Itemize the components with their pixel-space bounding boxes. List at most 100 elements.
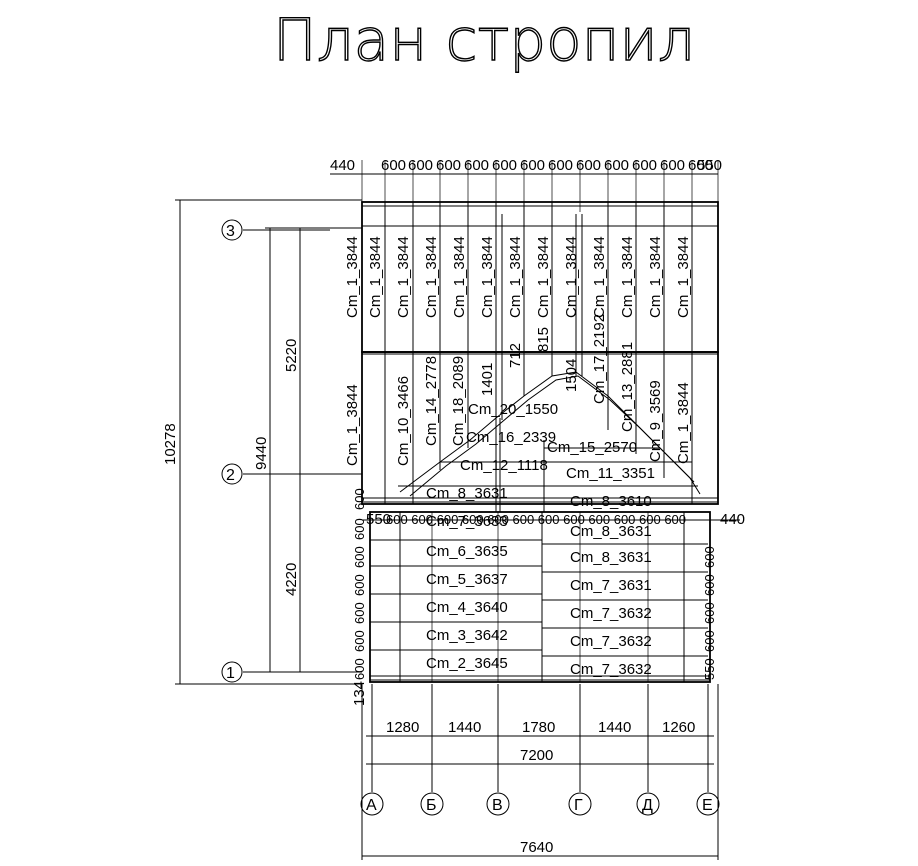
middle-dimension-chain: 550 600 600 600 600 600 600 600 600 600 …	[362, 511, 745, 528]
label-n1504: 1504	[563, 359, 580, 392]
label-c14: Cm_14_2778	[423, 356, 440, 446]
mid-dim-left: 550	[366, 511, 391, 528]
top-dim-6: 600	[520, 157, 545, 174]
column-axes: А Б В Г Д Е	[360, 792, 720, 816]
left-stack-6: 600	[352, 630, 367, 652]
label-c17: Cm_17_2192	[591, 314, 608, 404]
span-4: 1440	[598, 719, 631, 736]
dim-height-9440: 9440	[253, 437, 270, 470]
rafter-label-5: Cm_1_3844	[451, 236, 468, 318]
top-dim-14: 550	[697, 157, 722, 174]
lower-left-2: Cm_6_3635	[426, 543, 508, 560]
label-c15: Cm_15_2570	[547, 439, 637, 456]
lower-right-5: Cm_7_3632	[570, 633, 652, 650]
rafter-label-11: Cm_1_3844	[619, 236, 636, 318]
rafter-label-7: Cm_1_3844	[507, 236, 524, 318]
rafter-label-4: Cm_1_3844	[423, 236, 440, 318]
lower-right-2: Cm_8_3631	[570, 549, 652, 566]
label-n815: 815	[535, 327, 552, 352]
span-2: 1440	[448, 719, 481, 736]
hip-lines	[398, 371, 701, 512]
label-n712: 712	[507, 343, 524, 368]
page-title: План стропил	[273, 6, 695, 74]
col-axis-g: Г	[574, 797, 583, 814]
row-axis-2-bubble	[221, 463, 243, 485]
lower-left-5: Cm_3_3642	[426, 627, 508, 644]
top-dim-2: 600	[408, 157, 433, 174]
left-stack-1: 600	[352, 488, 367, 510]
left-stack-7: 600	[352, 658, 367, 680]
left-dimensions: 10278 9440 5220 4220 134	[162, 199, 368, 706]
lower-right-1: Cm_8_3631	[570, 523, 652, 540]
dim-offset: 134	[351, 681, 368, 706]
rafter-label-6: Cm_1_3844	[479, 236, 496, 318]
label-c9: Cm_9_3569	[647, 380, 664, 462]
left-stack-5: 600	[352, 602, 367, 624]
dim-height-lower: 4220	[283, 563, 300, 596]
label-c16: Cm_16_2339	[466, 429, 556, 446]
lower-left-6: Cm_2_3645	[426, 655, 508, 672]
top-dim-1: 600	[381, 157, 406, 174]
top-dim-11: 600	[660, 157, 685, 174]
col-axis-g-bubble	[568, 792, 592, 816]
dim-width-total: 7640	[520, 839, 553, 856]
col-axis-e: Е	[702, 797, 713, 814]
top-dim-7: 600	[548, 157, 573, 174]
top-dim-4: 600	[464, 157, 489, 174]
col-axis-v: В	[492, 797, 503, 814]
col-axis-v-bubble	[486, 792, 510, 816]
dim-width-inner: 7200	[520, 747, 553, 764]
lower-right-4: Cm_7_3632	[570, 605, 652, 622]
left-stack-2: 600	[352, 518, 367, 540]
col-axis-b-bubble	[420, 792, 444, 816]
label-c8b: Cm_8_3610	[570, 493, 652, 510]
label-c1l: Cm_1_3844	[344, 384, 361, 466]
lower-left-4: Cm_4_3640	[426, 599, 508, 616]
label-c13: Cm_13_2881	[619, 342, 636, 432]
col-axis-d-bubble	[636, 792, 660, 816]
span-1: 1280	[386, 719, 419, 736]
top-dim-5: 600	[492, 157, 517, 174]
upper-rafter-lines	[361, 202, 719, 504]
span-3: 1780	[522, 719, 555, 736]
right-stack-1: 600	[702, 546, 717, 568]
label-n1401: 1401	[479, 363, 496, 396]
row-axis-1-bubble	[221, 661, 243, 683]
left-stack-4: 600	[352, 574, 367, 596]
col-axis-a: А	[366, 797, 377, 814]
right-stack-5: 550	[702, 658, 717, 680]
row-axis-3-bubble	[221, 219, 243, 241]
col-axis-a-bubble	[360, 792, 384, 816]
mid-dim-right: 440	[720, 511, 745, 528]
label-c11: Cm_11_3351	[566, 465, 655, 482]
right-stack-2: 600	[702, 574, 717, 596]
dim-height-upper: 5220	[283, 339, 300, 372]
top-dim-10: 600	[632, 157, 657, 174]
lower-right-6: Cm_7_3632	[570, 661, 652, 678]
lower-left-3: Cm_5_3637	[426, 571, 508, 588]
lower-right-3: Cm_7_3631	[570, 577, 652, 594]
rafter-label-12: Cm_1_3844	[647, 236, 664, 318]
col-axis-d: Д	[642, 797, 653, 814]
label-c12: Cm_12_1118	[460, 457, 548, 474]
dim-height-total: 10278	[162, 423, 179, 465]
mid-dim-ticks: 600 600 600 600 600 600 600 600 600 600 …	[386, 512, 686, 527]
col-axis-b: Б	[426, 797, 437, 814]
label-c8a: Cm_8_3631	[426, 485, 508, 502]
label-c18: Cm_18_2089	[450, 356, 467, 446]
lower-rafters	[370, 512, 708, 682]
label-c1r: Cm_1_3844	[675, 382, 692, 464]
right-stack-4: 600	[702, 630, 717, 652]
right-600-stack: 600 600 600 600 550	[702, 546, 717, 680]
left-600-stack: 600 600 600 600 600 600 600	[352, 488, 367, 680]
rafter-label-3: Cm_1_3844	[395, 236, 412, 318]
rafter-label-13: Cm_1_3844	[675, 236, 692, 318]
col-axis-e-bubble	[696, 792, 720, 816]
bottom-dimensions: 1280 1440 1780 1440 1260 7200 7640	[361, 684, 719, 860]
right-stack-3: 600	[702, 602, 717, 624]
row-axis-3: 3	[226, 223, 235, 240]
top-dim-8: 600	[576, 157, 601, 174]
top-dim-12: 600	[688, 157, 713, 174]
row-axes: 3 2 1	[221, 219, 330, 683]
